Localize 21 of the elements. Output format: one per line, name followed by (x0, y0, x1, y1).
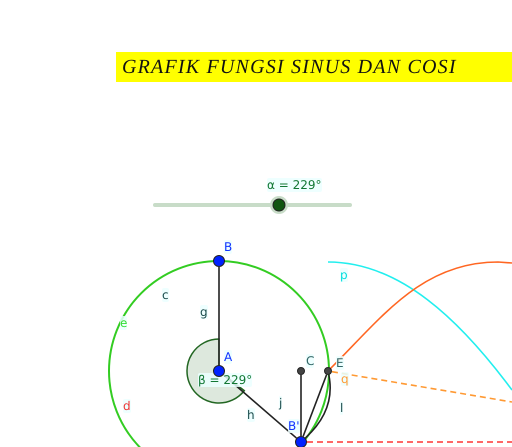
point-label: A (224, 350, 232, 364)
edge-label: g (200, 305, 208, 319)
point-label: E (336, 356, 344, 370)
label: c (162, 288, 169, 302)
point-label: C (306, 354, 314, 368)
edge-label: l (340, 401, 344, 415)
dashed-line (307, 441, 512, 443)
dashed-line (332, 370, 512, 403)
label: d (123, 399, 131, 413)
point-label: B (224, 240, 232, 254)
point-label: B' (288, 419, 300, 433)
label: e (120, 316, 128, 330)
edge-label: h (247, 408, 255, 422)
edge-label: q (341, 372, 349, 386)
label: p (340, 268, 348, 282)
line-segment (218, 267, 220, 365)
label: α = 229° (267, 178, 322, 192)
edge-label: j (279, 396, 282, 410)
label: β = 229° (198, 373, 252, 387)
title: GRAFIK FUNGSI SINUS DAN COSI (116, 52, 512, 82)
line-segment (300, 375, 302, 436)
